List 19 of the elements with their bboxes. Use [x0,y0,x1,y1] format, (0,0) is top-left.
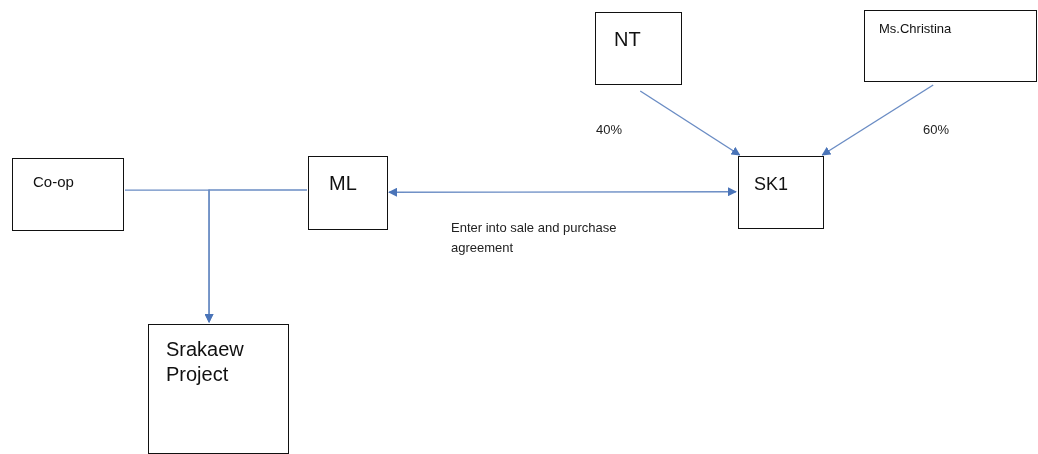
entity-name: Srakaew Project [166,337,245,387]
entity-name: Ms.Christina [879,21,953,38]
arrow [639,90,741,156]
entity-box [738,156,824,229]
edge-label: 60% [923,121,951,139]
entity-box [148,324,289,454]
entity-box [12,158,124,231]
entity-name: NT [614,27,642,52]
entity-name: Co-op [33,173,75,192]
arrow [821,84,934,156]
edge-label: Enter into sale and purchase agreement [451,219,618,258]
entity-box [595,12,682,85]
entity-box [308,156,388,230]
edge-label: 40% [596,121,624,139]
entity-box [864,10,1037,82]
arrow [204,189,308,323]
entity-name: SK1 [754,173,790,196]
entity-name: ML [329,171,358,196]
arrow [388,187,737,197]
